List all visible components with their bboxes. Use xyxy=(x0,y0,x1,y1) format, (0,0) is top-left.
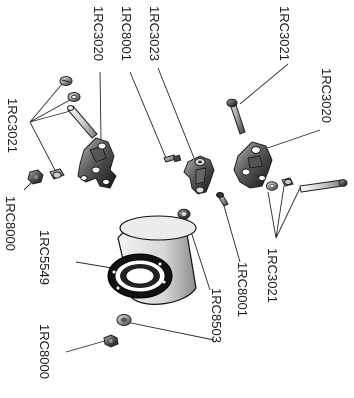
label-1rc8001-top: 1RC8001 xyxy=(119,6,134,61)
lower-nut xyxy=(103,334,119,348)
part-labels: 1RC3021 1RC8000 1RC3020 1RC8001 1RC3023 … xyxy=(3,6,334,379)
center-small-screw xyxy=(163,154,182,163)
label-1rc3020-right: 1RC3020 xyxy=(319,68,334,123)
left-washer xyxy=(67,92,81,102)
right-spacer-2 xyxy=(281,177,294,187)
mid-small-screw xyxy=(216,191,229,207)
right-hinge-pin xyxy=(299,179,348,193)
label-1rc8000-left: 1RC8000 xyxy=(3,196,18,251)
label-1rc5549: 1RC5549 xyxy=(37,230,52,285)
left-hinge-pin xyxy=(67,105,98,139)
left-screw-head xyxy=(59,76,73,86)
left-hub-carrier xyxy=(77,137,117,189)
label-1rc3021-top-right: 1RC3021 xyxy=(277,6,292,61)
label-1rc8000-bottom: 1RC8000 xyxy=(37,324,52,379)
right-spacer-1 xyxy=(266,181,278,191)
label-1rc3021-right: 1RC3021 xyxy=(265,248,280,303)
label-1rc8001-mid: 1RC8001 xyxy=(235,262,250,317)
upper-bearing xyxy=(177,208,191,220)
label-1rc3021-left: 1RC3021 xyxy=(5,98,20,153)
left-spacer xyxy=(49,168,65,180)
center-bellcrank xyxy=(183,155,215,195)
label-1rc8503: 1RC8503 xyxy=(209,288,224,343)
leader-lines xyxy=(23,63,321,353)
label-1rc3020-left: 1RC3020 xyxy=(91,6,106,61)
lower-bearing xyxy=(116,314,132,326)
right-hub-carrier xyxy=(233,141,273,189)
wheel-tire xyxy=(107,215,197,305)
left-nut xyxy=(27,169,44,185)
label-1rc3023: 1RC3023 xyxy=(147,6,162,61)
right-long-screw xyxy=(226,98,246,135)
